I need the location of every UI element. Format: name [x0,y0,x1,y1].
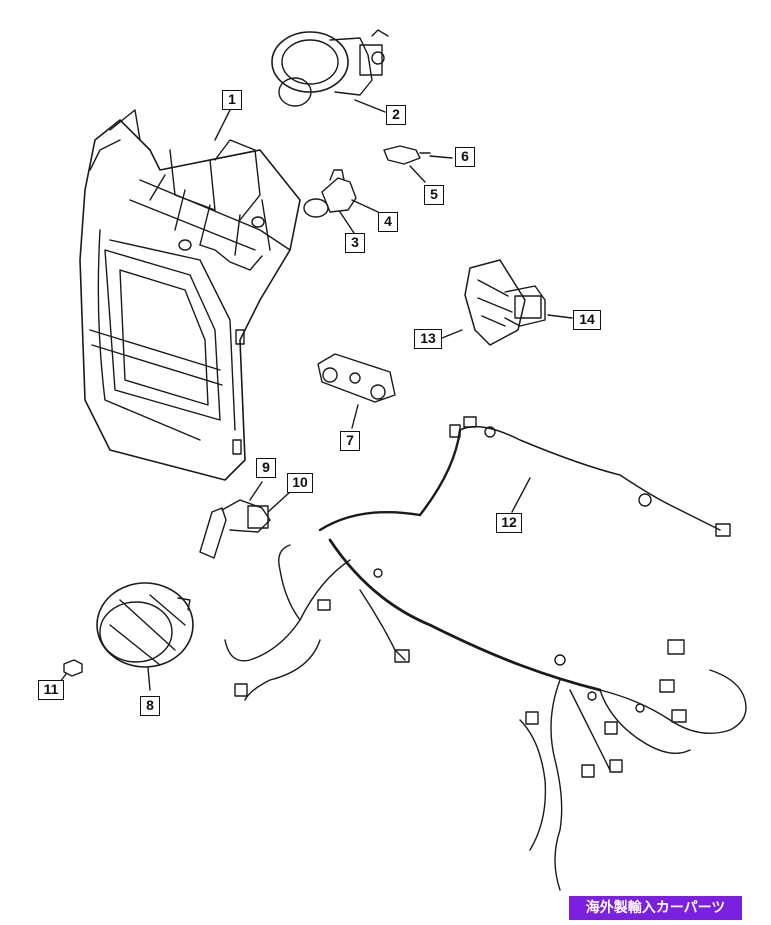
leader-7 [351,404,359,429]
callout-5: 5 [424,185,444,205]
leader-8 [147,667,151,691]
leader-3 [339,211,355,234]
fog-lamp-bulb [199,499,271,559]
callout-6: 6 [455,147,475,167]
wiring-harness [224,416,747,891]
callout-2: 2 [386,105,406,125]
leader-1 [214,109,231,141]
callout-8: 8 [140,696,160,716]
leader-10 [267,491,291,513]
leader-9 [249,481,263,501]
callout-3: 3 [345,233,365,253]
leader-5 [409,165,426,183]
callout-13: 13 [414,329,442,349]
callout-11: 11 [38,680,64,700]
leader-13 [441,329,463,339]
side-marker-lamp [464,259,546,346]
leader-4 [351,199,379,213]
fog-lamp-nut [63,659,83,677]
headlamp-assembly [79,109,301,481]
side-marker-bulb [383,145,431,165]
callout-1: 1 [222,90,242,110]
callout-9: 9 [256,458,276,478]
callout-10: 10 [287,473,313,493]
fog-lamp [96,582,194,668]
callout-4: 4 [378,212,398,232]
callout-12: 12 [496,513,522,533]
leader-6 [429,155,453,159]
callout-7: 7 [340,431,360,451]
callout-14: 14 [573,310,601,330]
watermark-banner: 海外製輸入カーパーツ [569,896,742,920]
leader-12 [511,477,531,513]
park-lamp-bulb-socket [303,169,357,218]
mounting-bracket [317,353,396,403]
headlamp-bulb-socket [271,29,389,107]
leader-2 [354,99,386,113]
leader-14 [547,314,573,319]
